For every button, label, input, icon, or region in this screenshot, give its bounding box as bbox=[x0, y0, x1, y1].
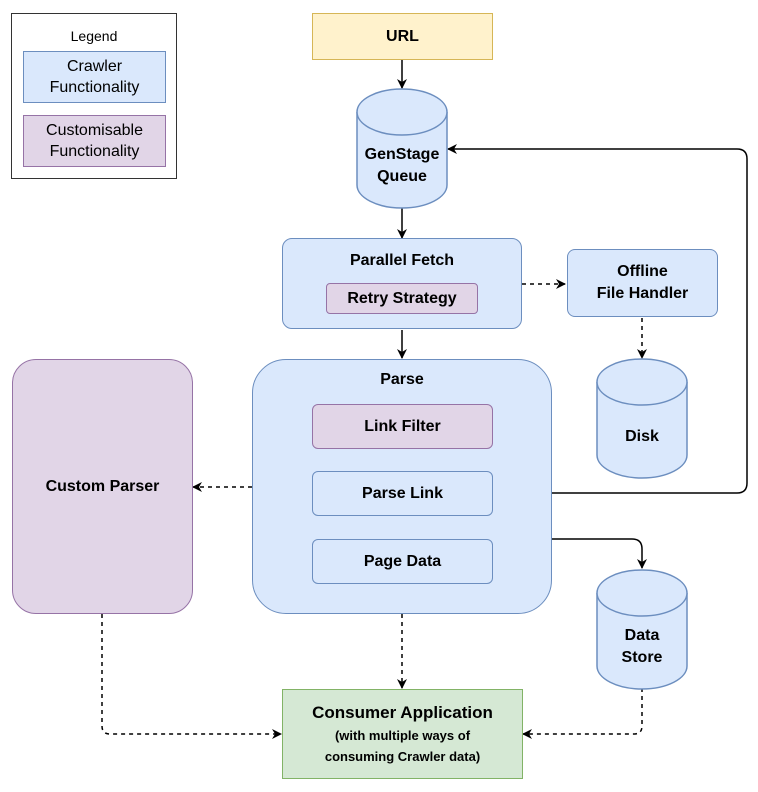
queue-label-line2: Queue bbox=[377, 168, 427, 185]
custom-parser-node: Custom Parser bbox=[12, 359, 193, 614]
parse-label: Parse bbox=[380, 371, 424, 388]
legend: Legend Crawler Functionality Customisabl… bbox=[11, 13, 177, 179]
url-node: URL bbox=[312, 13, 493, 60]
offline-label-line2: File Handler bbox=[596, 285, 689, 302]
page-data-node: Page Data bbox=[312, 539, 493, 584]
page-data-label: Page Data bbox=[363, 552, 442, 570]
link-filter-label: Link Filter bbox=[364, 417, 441, 435]
genstage-queue-label: GenStage Queue bbox=[350, 144, 454, 188]
disk-cylinder bbox=[596, 358, 688, 479]
genstage-queue-cylinder bbox=[356, 88, 448, 209]
data-store-label-line1: Data bbox=[624, 627, 660, 644]
consumer-application-node: Consumer Application (with multiple ways… bbox=[282, 689, 523, 779]
parse-link-label: Parse Link bbox=[362, 484, 443, 502]
disk-label: Disk bbox=[625, 428, 659, 445]
consumer-title: Consumer Application bbox=[312, 703, 493, 722]
data-store-label-line2: Store bbox=[621, 649, 663, 666]
edge-parse-datastore bbox=[552, 538, 647, 569]
legend-item-crawler: Crawler Functionality bbox=[23, 51, 166, 103]
edge-custom-consumer bbox=[101, 614, 282, 739]
consumer-sub-line1: (with multiple ways of bbox=[334, 728, 471, 743]
custom-parser-label: Custom Parser bbox=[45, 477, 160, 495]
offline-file-handler-node: Offline File Handler bbox=[567, 249, 718, 317]
consumer-sub-line2: consuming Crawler data) bbox=[324, 749, 481, 764]
data-store-cylinder bbox=[596, 569, 688, 690]
legend-title: Legend bbox=[70, 28, 118, 44]
parse-link-node: Parse Link bbox=[312, 471, 493, 516]
edge-datastore-consumer bbox=[522, 688, 643, 739]
queue-label-line1: GenStage bbox=[364, 146, 440, 163]
link-filter-node: Link Filter bbox=[312, 404, 493, 449]
edge-parselink-queue bbox=[447, 144, 748, 494]
offline-label-line1: Offline bbox=[617, 263, 668, 280]
data-store-label: Data Store bbox=[597, 625, 687, 669]
parallel-fetch-label: Parallel Fetch bbox=[349, 252, 455, 269]
url-label: URL bbox=[386, 27, 419, 45]
legend-item-customisable: Customisable Functionality bbox=[23, 115, 166, 167]
retry-strategy-label: Retry Strategy bbox=[347, 289, 457, 307]
retry-strategy-node: Retry Strategy bbox=[326, 283, 478, 314]
